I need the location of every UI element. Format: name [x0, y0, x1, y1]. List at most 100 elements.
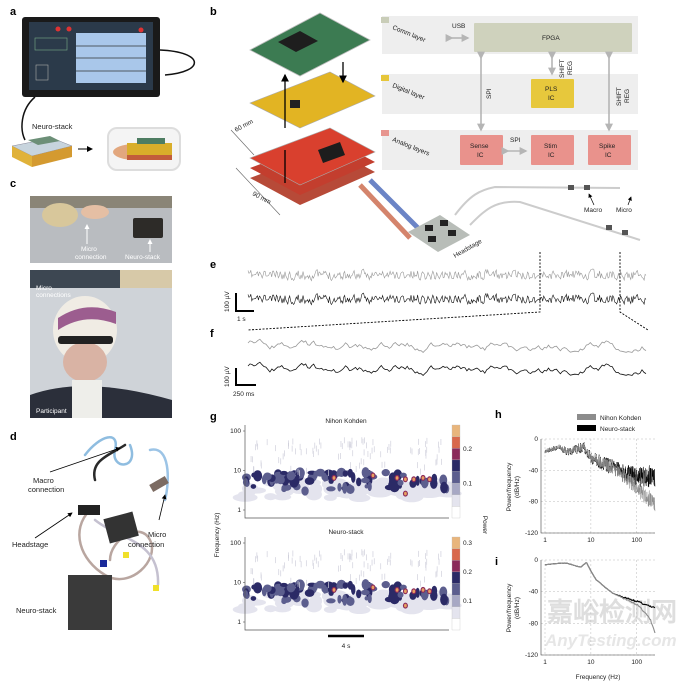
- spectrogram-blob: [313, 470, 318, 479]
- spectrogram-axes: [244, 537, 449, 631]
- spectrogram-blob: [342, 470, 348, 477]
- neuro-stack-case-image: [11, 136, 73, 167]
- colorbar-segment: [451, 606, 461, 619]
- colorbar-segment: [451, 583, 461, 596]
- y-tick-label: 10: [234, 580, 242, 587]
- spi-label-horizontal: SPI: [510, 137, 521, 144]
- spi-label-vertical: SPI: [486, 88, 493, 99]
- watermark-cn: 嘉峪检测网: [547, 597, 677, 627]
- spectrogram-hotspot-core: [412, 477, 416, 482]
- y-tick-label: -40: [529, 589, 539, 596]
- colorbar-segment: [451, 424, 461, 437]
- spectrogram-blob: [242, 478, 249, 487]
- spectrogram-axes: [244, 425, 449, 519]
- scale-bar-f: [235, 368, 256, 386]
- scale-time-f: 250 ms: [233, 391, 255, 398]
- spectrogram-blob: [305, 600, 322, 613]
- spectrogram-blob: [323, 606, 337, 613]
- stim-ic-block: [531, 135, 574, 165]
- spectrogram-blob: [364, 596, 369, 601]
- neuro-stack-in-hand-image: [107, 127, 181, 171]
- cable-assembly-image: [68, 436, 170, 630]
- colorbar-segment: [451, 494, 461, 507]
- h-ylabel-1: Power/frequency: [506, 462, 513, 512]
- pcb-stack-image: [230, 12, 641, 252]
- spectrogram-hotspot-core: [404, 589, 407, 594]
- spectrogram-hotspot-core: [428, 589, 431, 594]
- spectrogram-blob: [264, 493, 277, 501]
- stim-label-2: IC: [548, 152, 555, 159]
- spectrogram-blob: [364, 484, 369, 489]
- spectrogram-blob: [315, 468, 326, 477]
- spectrogram-blob: [326, 486, 336, 492]
- colorbar-segment: [451, 560, 461, 573]
- y-tick-label: -40: [529, 467, 539, 474]
- spectrogram-hotspot-core: [412, 589, 416, 594]
- colorbar-segment: [451, 548, 461, 561]
- colorbar-segment: [451, 448, 461, 461]
- spectrogram-blob: [346, 596, 355, 606]
- panel-label-c: c: [10, 178, 16, 190]
- axes: [540, 439, 655, 534]
- block-diagram: [381, 16, 638, 170]
- spectrogram-blob: [356, 589, 362, 599]
- micro-connection-label-d-2: connection: [128, 540, 164, 549]
- micro-connections-label-2: connections: [36, 292, 71, 299]
- colorbar-segment: [451, 506, 461, 519]
- scale-time-e: 1 s: [237, 316, 246, 323]
- spectrogram-blob: [264, 605, 277, 613]
- spectrogram-blob: [388, 591, 398, 603]
- micro-connection-label-c-1: Micro: [81, 246, 97, 253]
- x-tick-label: 100: [631, 659, 642, 666]
- spectrogram-blob: [263, 472, 272, 481]
- spectrogram-blob: [315, 580, 326, 589]
- spectrogram-blob: [242, 590, 249, 599]
- analog-layer-swatch: [381, 130, 389, 136]
- colorbar-tick-label: 0.2: [463, 569, 472, 576]
- spectrogram-blob: [326, 598, 336, 604]
- trace-f-nihon-kohden: [247, 338, 647, 353]
- zoom-indicator-lines: [247, 252, 649, 331]
- y-tick-label: 0: [534, 557, 538, 564]
- x-tick-label: 10: [587, 659, 595, 666]
- spectrogram-blob: [336, 583, 341, 589]
- panel-label-b: b: [210, 6, 217, 18]
- spectrogram-blob: [342, 582, 348, 589]
- legend-swatch-nihon: [577, 414, 596, 420]
- pls-ic-block: [531, 79, 574, 108]
- spectrogram-blob: [342, 594, 348, 606]
- spectrogram-blob: [322, 584, 327, 594]
- panel-label-f: f: [210, 328, 214, 340]
- micro-connections-label-1: Micro: [36, 285, 52, 292]
- spectrogram-hotspot-core: [404, 491, 407, 496]
- colorbar-tick-label: 0.1: [463, 481, 472, 488]
- y-tick-label: 10: [234, 468, 242, 475]
- panel-label-h: h: [495, 409, 502, 421]
- spectrogram-blob: [337, 594, 342, 604]
- spectrogram-blob: [440, 593, 448, 606]
- spectrogram-blob: [263, 584, 272, 593]
- macro-label: Macro: [584, 207, 602, 214]
- spectrogram-blob: [273, 493, 292, 501]
- spike-ic-block: [588, 135, 631, 165]
- sense-label-2: IC: [477, 152, 484, 159]
- spectrogram-blob: [251, 472, 257, 478]
- spectrogram-blob: [342, 482, 348, 494]
- neuro-stack-label-a: Neuro-stack: [32, 122, 73, 131]
- colorbar-segment: [451, 482, 461, 495]
- width-dimension-label: 60 mm: [234, 118, 255, 134]
- colorbar-segment: [451, 536, 461, 549]
- spectrogram-hotspot-core: [428, 477, 431, 482]
- y-tick-label: -120: [525, 652, 538, 659]
- x-tick-label: 100: [631, 537, 642, 544]
- neuro-stack-label-d: Neuro-stack: [16, 606, 57, 615]
- spectrogram-blob: [251, 584, 257, 590]
- macro-connection-label-2: connection: [28, 485, 64, 494]
- spectrogram-blob: [440, 481, 448, 494]
- spectrogram-hotspot-core: [404, 603, 407, 608]
- spike-label-1: Spike: [599, 143, 616, 150]
- spectrogram-hotspot-core: [332, 588, 336, 592]
- colorbar-segment: [451, 436, 461, 449]
- spectrogram-blob: [276, 587, 285, 597]
